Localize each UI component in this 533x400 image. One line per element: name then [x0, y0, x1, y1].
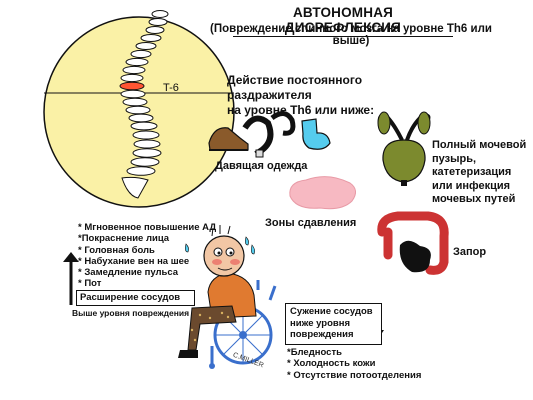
- bladder-icon: [377, 111, 431, 186]
- sweat-drop-icon: [245, 236, 249, 246]
- pressure-zone-icon: [289, 176, 356, 210]
- trigger-line: Действие постоянного раздражителя: [227, 73, 363, 102]
- symptom-item: * Набухание вен на шее: [78, 255, 190, 267]
- symptom-item: * Мгновенное повышение АД: [78, 222, 217, 233]
- bladder-label-line: Полный мочевой: [432, 139, 527, 151]
- sock-icon: [301, 118, 331, 150]
- symptom-item: * Холодность кожи: [287, 358, 376, 370]
- tight-clothing-label: Давящая одежда: [215, 160, 308, 172]
- constipation-label: Запор: [453, 246, 487, 258]
- symptom-item: * Замедление пульса: [78, 267, 179, 279]
- symptom-item: *Бледность: [287, 347, 342, 358]
- belt-icon: [242, 111, 296, 158]
- trigger-line: на уровне Th6 или ниже:: [227, 103, 375, 117]
- bladder-label-line: мочевых путей: [432, 193, 516, 205]
- t6-level-label: T-6: [163, 82, 179, 94]
- trousers: [187, 305, 237, 351]
- symptom-item: * Пот: [78, 278, 102, 290]
- vasoconstriction-line: ниже уровня: [290, 317, 350, 329]
- vasodilation-arrow: [63, 252, 79, 305]
- bladder-label-line: катетеризация: [432, 166, 512, 178]
- bladder-label-line: пузырь,: [432, 152, 477, 165]
- vasoconstriction-box: Сужение сосудов ниже уровня повреждения: [285, 303, 382, 345]
- symptom-item: * Головная боль: [78, 244, 155, 256]
- symptom-item: *Покраснение лица: [78, 233, 170, 245]
- person-in-wheelchair: [178, 225, 277, 369]
- symptom-item: * Отсутствие потоотделения: [287, 369, 422, 381]
- above-level-label: Выше уровня повреждения: [72, 308, 190, 318]
- vertebral-column: [119, 10, 169, 199]
- page-subtitle: (Повреждение спинного мозга на уровне Th…: [210, 23, 492, 47]
- pressure-zones-label: Зоны сдавления: [265, 217, 357, 229]
- shoe-icon: [208, 127, 249, 151]
- trigger-description: Действие постоянного раздражителя на уро…: [227, 73, 427, 118]
- bladder-label: Полный мочевой пузырь, катетеризация или…: [432, 139, 532, 207]
- vasoconstriction-line: Сужение сосудов: [290, 306, 373, 317]
- symptoms-below-list: *Бледность * Холодность кожи * Отсутстви…: [287, 347, 421, 381]
- bladder-label-line: или инфекция: [432, 179, 511, 192]
- vasodilation-box: Расширение сосудов: [76, 290, 195, 306]
- symptoms-above-list: * Мгновенное повышение АД *Покраснение л…: [78, 222, 216, 290]
- sweat-drop-icon: [185, 243, 189, 253]
- colon-icon: [377, 211, 449, 275]
- head: [203, 235, 245, 277]
- page-title: АВТОНОМНАЯ ДИСРЕФЛЕКСИЯ: [233, 5, 453, 37]
- vasoconstriction-line: повреждения: [290, 329, 354, 340]
- sweat-drop-icon: [251, 244, 255, 255]
